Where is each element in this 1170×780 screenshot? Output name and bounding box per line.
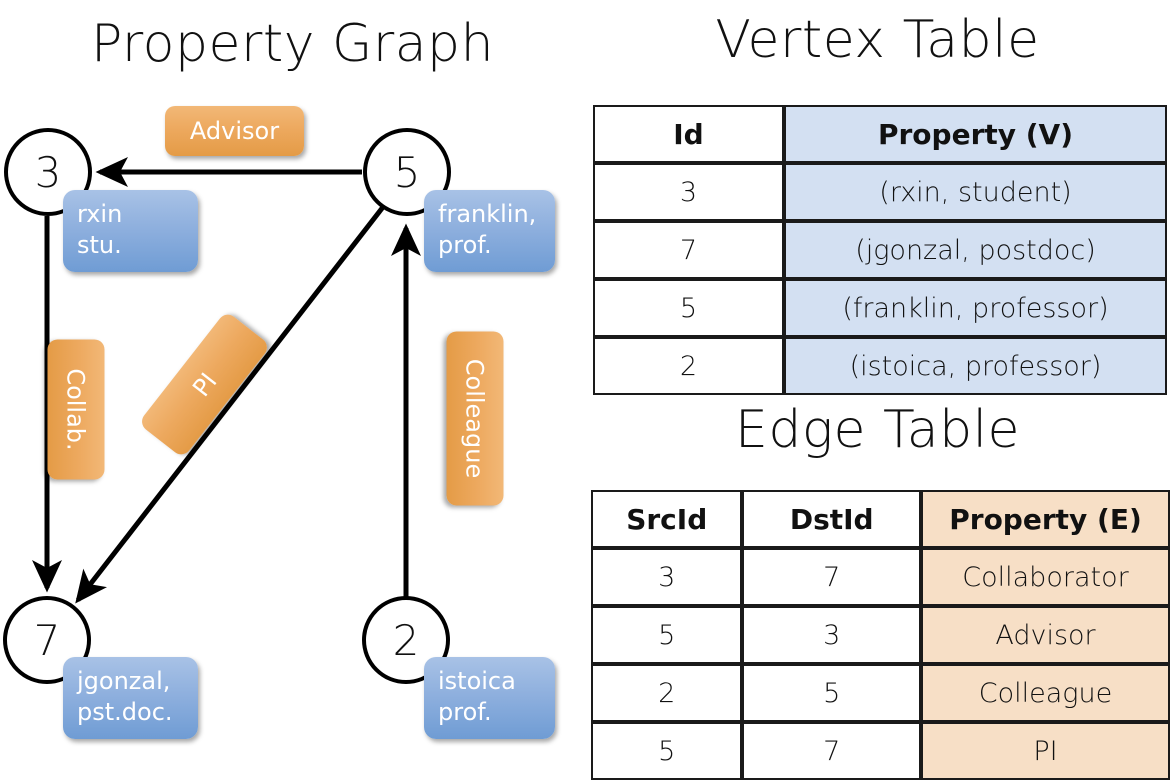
table-row[interactable]: 2 (istoica, professor) bbox=[593, 337, 1167, 395]
vertex-table-header-id: Id bbox=[593, 105, 784, 163]
edge-table-cell-dstid: 5 bbox=[742, 664, 921, 722]
vertex-property-5-line2: prof. bbox=[438, 230, 492, 259]
edge-table-cell-dstid: 3 bbox=[742, 606, 921, 664]
table-header-row: SrcId DstId Property (E) bbox=[591, 490, 1170, 548]
vertex-table-cell-property: (istoica, professor) bbox=[784, 337, 1167, 395]
vertex-table-cell-property: (rxin, student) bbox=[784, 163, 1167, 221]
table-row[interactable]: 7 (jgonzal, postdoc) bbox=[593, 221, 1167, 279]
edge-table-header-property: Property (E) bbox=[920, 490, 1170, 548]
table-row[interactable]: 2 5 Colleague bbox=[591, 664, 1170, 722]
vertex-property-box-3[interactable]: rxin stu. bbox=[63, 190, 198, 272]
vertex-table-cell-id: 2 bbox=[593, 337, 784, 395]
page-title-vertex-table: Vertex Table bbox=[715, 10, 1040, 70]
vertex-table-cell-id: 3 bbox=[593, 163, 784, 221]
edge-table-cell-srcid: 3 bbox=[591, 548, 743, 606]
vertex-table: Id Property (V) 3 (rxin, student) 7 (jgo… bbox=[593, 105, 1167, 395]
vertex-property-2-line2: prof. bbox=[438, 697, 492, 726]
vertex-table-cell-id: 7 bbox=[593, 221, 784, 279]
edge-table-cell-property: Colleague bbox=[920, 664, 1170, 722]
vertex-table-cell-property: (franklin, professor) bbox=[784, 279, 1167, 337]
vertex-property-box-7[interactable]: jgonzal, pst.doc. bbox=[63, 657, 198, 739]
graph-edges-layer bbox=[32, 157, 421, 604]
edge-property-advisor-label: Advisor bbox=[189, 117, 280, 145]
vertex-node-2[interactable]: 2 bbox=[362, 596, 450, 684]
page-title-edge-table: Edge Table bbox=[734, 400, 1021, 460]
vertex-node-3-label: 3 bbox=[34, 147, 62, 197]
vertex-node-5-label: 5 bbox=[393, 147, 421, 197]
page-title-property-graph: Property Graph bbox=[90, 14, 495, 74]
vertex-table-header-property: Property (V) bbox=[784, 105, 1167, 163]
edge-table-cell-dstid: 7 bbox=[742, 722, 921, 780]
edge-table: SrcId DstId Property (E) 3 7 Collaborato… bbox=[591, 490, 1170, 780]
edge-table-cell-srcid: 5 bbox=[591, 722, 743, 780]
vertex-table-cell-property: (jgonzal, postdoc) bbox=[784, 221, 1167, 279]
vertex-node-7-label: 7 bbox=[33, 615, 61, 665]
edge-table-cell-property: PI bbox=[920, 722, 1170, 780]
edge-table-cell-property: Collaborator bbox=[920, 548, 1170, 606]
edge-property-box-advisor[interactable]: Advisor bbox=[165, 106, 304, 156]
vertex-property-3-line1: rxin bbox=[77, 200, 123, 228]
table-row[interactable]: 5 7 PI bbox=[591, 722, 1170, 780]
property-graph-diagram: 3 5 7 2 rxin stu. franklin, prof. jgonza… bbox=[0, 0, 585, 760]
edge-table-header-dstid: DstId bbox=[742, 490, 921, 548]
table-header-row: Id Property (V) bbox=[593, 105, 1167, 163]
table-row[interactable]: 5 3 Advisor bbox=[591, 606, 1170, 664]
edge-property-box-collab[interactable]: Collab. bbox=[47, 339, 105, 480]
vertex-property-box-5[interactable]: franklin, prof. bbox=[424, 190, 555, 272]
vertex-table-cell-id: 5 bbox=[593, 279, 784, 337]
vertex-property-7-line1: jgonzal, bbox=[77, 667, 171, 695]
edge-table-cell-property: Advisor bbox=[920, 606, 1170, 664]
vertex-property-box-2[interactable]: istoica prof. bbox=[424, 657, 555, 739]
edge-table-cell-srcid: 2 bbox=[591, 664, 743, 722]
edge-table-cell-srcid: 5 bbox=[591, 606, 743, 664]
vertex-property-2-line1: istoica bbox=[438, 667, 516, 695]
vertex-node-5[interactable]: 5 bbox=[363, 128, 451, 216]
edge-property-pi-label: PI bbox=[186, 367, 223, 402]
table-row[interactable]: 3 (rxin, student) bbox=[593, 163, 1167, 221]
edge-table-cell-dstid: 7 bbox=[742, 548, 921, 606]
table-row[interactable]: 5 (franklin, professor) bbox=[593, 279, 1167, 337]
vertex-property-7-line2: pst.doc. bbox=[77, 697, 173, 726]
edge-property-collab-label: Collab. bbox=[62, 368, 90, 451]
vertex-node-2-label: 2 bbox=[392, 615, 420, 665]
edge-table-header-srcid: SrcId bbox=[591, 490, 743, 548]
edge-5-to-7 bbox=[75, 205, 385, 604]
vertex-property-5-line1: franklin, bbox=[438, 200, 537, 228]
table-row[interactable]: 3 7 Collaborator bbox=[591, 548, 1170, 606]
edge-property-colleague-label: Colleague bbox=[461, 358, 489, 479]
vertex-property-3-line2: stu. bbox=[77, 230, 122, 259]
edge-property-box-colleague[interactable]: Colleague bbox=[446, 331, 504, 506]
